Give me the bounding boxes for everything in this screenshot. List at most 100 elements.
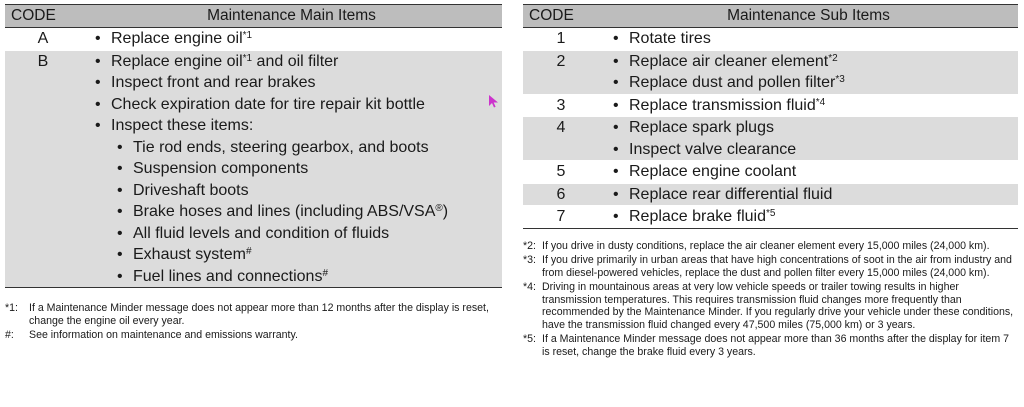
sub-footnotes: *2:If you drive in dusty conditions, rep… [523,240,1018,359]
item-text: All fluid levels and condition of fluids [133,224,390,242]
main-code-header: CODE [5,4,81,28]
footnote-ref: *4 [815,96,826,108]
sub-items-cell: Rotate tires [599,28,1018,51]
list-item: Driveshaft boots [115,180,502,202]
footnote: *1:If a Maintenance Minder message does … [5,302,502,327]
mouse-pointer-icon [489,95,498,108]
sub-row: 2Replace air cleaner element*2Replace du… [523,49,1018,94]
sub-row: 7 Replace brake fluid*5 [523,205,1018,228]
sub-code-cell: 7 [523,205,599,228]
sub-item-list: Replace rear differential fluid [599,184,1018,206]
item-text: Replace engine coolant [629,163,797,180]
sub-row: 4Replace spark plugsInspect valve cleara… [523,116,1018,161]
sub-items-header: Maintenance Sub Items [599,4,1018,28]
item-text: Replace brake fluid [629,208,766,225]
item-text: Inspect valve clearance [629,140,797,158]
item-text: Replace engine oil [111,30,243,47]
sub-item-list: Replace brake fluid*5 [599,206,1018,228]
footnote-mark: *2: [523,239,536,252]
footnote-ref: *1 [242,52,253,64]
sub-item-list: Replace engine coolant [599,161,1018,183]
footnote-mark: *3: [523,254,536,266]
main-row: BReplace engine oil*1 and oil filterInsp… [5,49,502,288]
sub-code-cell: 3 [523,93,599,117]
sub-row: 3 Replace transmission fluid*4 [523,93,1018,117]
item-text: Brake hoses and lines (including ABS/VSA [133,203,436,220]
sub-row: 6 Replace rear differential fluid [523,182,1018,206]
list-item: Replace air cleaner element*2 [611,51,1018,73]
sub-item-list: Replace transmission fluid*4 [599,95,1018,117]
footnote-text: See information on maintenance and emiss… [29,329,298,341]
main-item-list: Replace engine oil*1 and oil filterInspe… [81,51,502,288]
footnote-ref: *5 [765,208,776,219]
list-item: Check expiration date for tire repair ki… [93,94,502,116]
item-text-tail: ) [442,203,449,220]
main-items-cell: Replace engine oil*1 and oil filterInspe… [81,49,502,288]
list-item: Replace spark plugs [611,117,1018,139]
main-footnotes: *1:If a Maintenance Minder message does … [5,302,502,342]
list-item: Suspension components [115,158,502,180]
item-text: Replace transmission fluid [629,96,816,114]
sub-code-cell: 4 [523,116,599,161]
item-text: Suspension components [133,160,309,177]
list-item: Inspect valve clearance [611,139,1018,161]
footnote: *5:If a Maintenance Minder message does … [523,333,1018,358]
sub-item-list: Replace air cleaner element*2Replace dus… [599,51,1018,94]
list-item: Replace transmission fluid*4 [611,95,1018,117]
item-text: Replace dust and pollen filter [629,74,836,91]
main-item-list: Replace engine oil*1 [81,28,502,50]
sub-items-cell: Replace engine coolant [599,160,1018,183]
sub-item-list: Rotate tires [599,28,1018,50]
sub-code-header: CODE [523,4,599,28]
item-text: Replace engine oil [111,52,243,70]
sub-row: 1Rotate tires [523,28,1018,51]
sub-row: 5 Replace engine coolant [523,160,1018,183]
sub-items-cell: Replace spark plugsInspect valve clearan… [599,116,1018,161]
main-code-cell: A [37,30,49,47]
footnote-text: If a Maintenance Minder message does not… [542,333,1009,358]
main-table-header: CODE Maintenance Main Items [5,4,502,28]
list-item: Replace rear differential fluid [611,184,1018,206]
sub-code-cell: 5 [523,160,599,183]
item-text: Tie rod ends, steering gearbox, and boot… [133,138,429,156]
sub-items-panel: CODE Maintenance Sub Items 1Rotate tires… [523,4,1018,360]
footnote: *4:Driving in mountainous areas at very … [523,281,1018,331]
sub-items-cell: Replace air cleaner element*2Replace dus… [599,49,1018,94]
list-item: Replace engine coolant [611,161,1018,183]
main-items-table: CODE Maintenance Main Items A Replace eng… [5,4,502,288]
footnote-ref: # [322,267,329,279]
sub-item-list: Replace spark plugsInspect valve clearan… [599,117,1018,160]
list-item: Replace dust and pollen filter*3 [611,72,1018,94]
footnote-text: Driving in mountainous areas at very low… [542,281,1014,331]
list-item: Brake hoses and lines (including ABS/VSA… [115,201,502,223]
footnote-ref: *3 [835,74,845,85]
footnote-ref: *1 [242,30,253,41]
main-items-panel: CODE Maintenance Main Items A Replace eng… [5,4,502,344]
sub-items-cell: Replace transmission fluid*4 [599,93,1018,117]
sub-table-header: CODE Maintenance Sub Items [523,4,1018,28]
list-item: All fluid levels and condition of fluids [115,223,502,245]
main-code-cell: B [5,49,81,288]
footnote: *2:If you drive in dusty conditions, rep… [523,240,1018,253]
list-item: Exhaust system# [115,244,502,266]
footnote-ref: *2 [828,52,838,64]
item-text: Replace air cleaner element [629,52,829,70]
main-table-body: AReplace engine oil*1BReplace engine oil… [5,28,502,288]
sub-items-cell: Replace brake fluid*5 [599,205,1018,228]
list-item: Replace engine oil*1 and oil filter [93,51,502,73]
item-text: Exhaust system [133,246,246,263]
footnote-ref: # [245,246,252,257]
list-item: Tie rod ends, steering gearbox, and boot… [115,137,502,159]
sub-table-body: 1Rotate tires2Replace air cleaner elemen… [523,28,1018,228]
item-text: Driveshaft boots [133,181,249,199]
main-items-cell: Replace engine oil*1 [81,28,502,51]
sub-code-cell: 6 [523,182,599,206]
item-text-tail: and oil filter [252,52,339,70]
sub-items-cell: Replace rear differential fluid [599,182,1018,206]
item-text: Replace rear differential fluid [629,185,833,203]
footnote-mark: #: [5,329,14,341]
list-item: Replace brake fluid*5 [611,206,1018,228]
list-item: Inspect these items: [93,115,502,137]
sub-code-cell: 2 [523,49,599,94]
list-item: Rotate tires [611,28,1018,50]
